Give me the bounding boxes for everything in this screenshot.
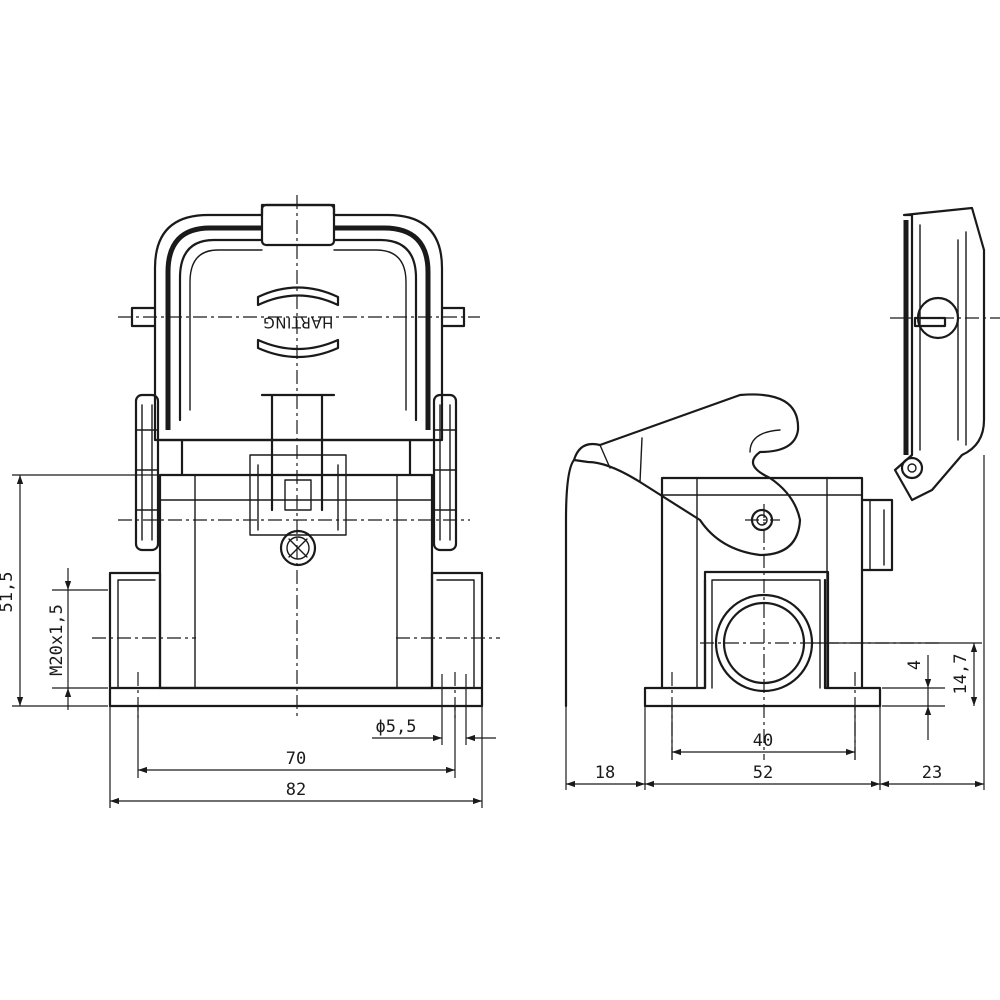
harting-logo: HARTING — [256, 286, 340, 359]
front-cover — [153, 203, 444, 442]
front-view: HARTING — [92, 195, 500, 720]
side-view — [564, 206, 1000, 760]
dim-hole-spacing: 70 — [286, 749, 306, 769]
dim-entry-height: 14,7 — [951, 654, 971, 695]
front-housing — [158, 473, 434, 690]
front-base-plate — [108, 686, 484, 708]
front-right-lever — [432, 393, 458, 552]
side-housing — [660, 476, 864, 690]
front-dimensions: 51,5 M20x1,5 ϕ5,5 70 82 — [0, 474, 496, 808]
dim-height: 51,5 — [0, 572, 17, 613]
dim-right-overhang: 23 — [922, 763, 942, 783]
front-screw — [279, 529, 317, 567]
side-dimensions: 40 18 52 23 4 14,7 — [565, 455, 985, 790]
dim-base-width: 52 — [753, 763, 773, 783]
dim-left-overhang: 18 — [595, 763, 615, 783]
front-left-lever — [134, 393, 160, 552]
logo-text: HARTING — [263, 314, 334, 332]
dim-hole: ϕ5,5 — [376, 717, 417, 737]
dim-thread: M20x1,5 — [47, 604, 67, 676]
side-cover — [893, 206, 986, 502]
dim-step-height: 4 — [905, 660, 925, 670]
dim-entry-spacing: 40 — [753, 731, 773, 751]
dim-width: 82 — [286, 780, 306, 800]
side-lever — [572, 393, 802, 557]
